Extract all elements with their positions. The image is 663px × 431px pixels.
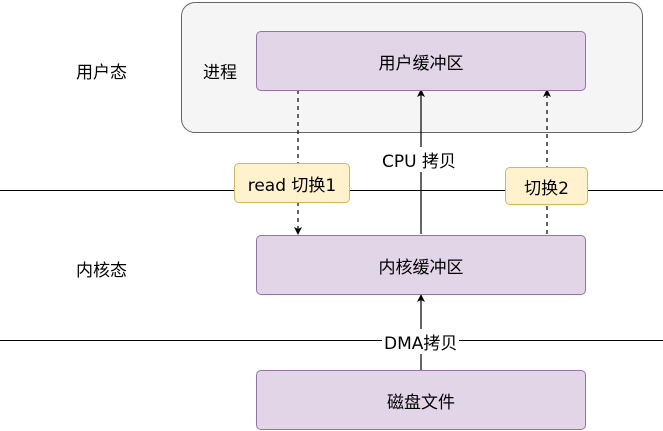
- cpu-copy-label: CPU 拷贝: [380, 147, 458, 172]
- switch2-label: 切换2: [524, 178, 569, 199]
- process-label: 进程: [203, 63, 237, 83]
- dma-copy-label: DMA拷贝: [382, 329, 460, 354]
- user-buffer-label: 用户缓冲区: [378, 53, 464, 74]
- disk-file-box: 磁盘文件: [256, 370, 586, 430]
- read-switch-box: read 切换1: [234, 163, 350, 203]
- kernel-buffer-box: 内核缓冲区: [256, 235, 586, 295]
- user-buffer-box: 用户缓冲区: [256, 31, 586, 91]
- read-switch-label: read 切换1: [247, 175, 337, 196]
- disk-file-label: 磁盘文件: [387, 392, 455, 413]
- kernel-buffer-label: 内核缓冲区: [378, 257, 464, 278]
- kernel-disk-boundary-line: [0, 340, 663, 341]
- switch2-box: 切换2: [505, 167, 588, 205]
- user-mode-label: 用户态: [76, 63, 127, 83]
- kernel-mode-label: 内核态: [76, 261, 127, 281]
